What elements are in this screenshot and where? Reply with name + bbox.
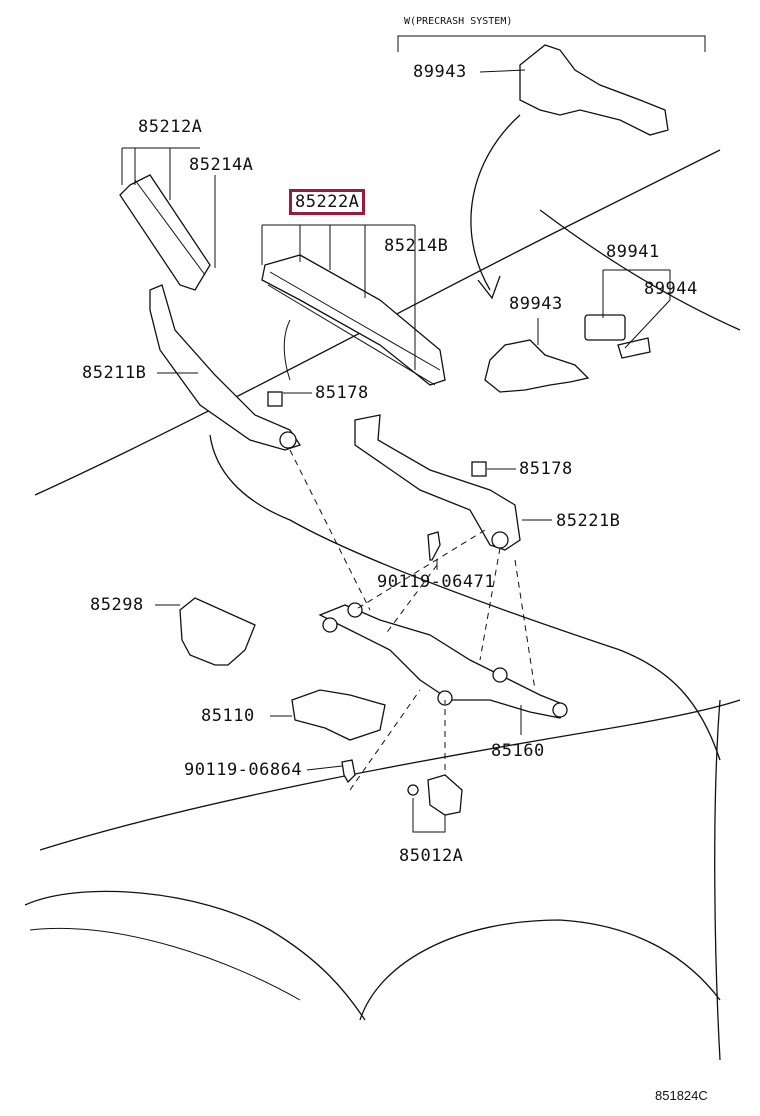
part-label-85211B[interactable]: 85211B [82, 363, 147, 383]
part-label-85298[interactable]: 85298 [90, 595, 144, 615]
part-label-89943-mid[interactable]: 89943 [509, 294, 563, 314]
part-label-85178-a[interactable]: 85178 [315, 383, 369, 403]
arm-pivot-right [491, 531, 509, 549]
bracket-85012A [427, 774, 463, 816]
part-label-89944[interactable]: 89944 [644, 279, 698, 299]
part-label-85222A-highlighted[interactable]: 85222A [289, 189, 366, 215]
part-label-85212A[interactable]: 85212A [138, 117, 203, 137]
part-label-89943-top[interactable]: 89943 [413, 62, 467, 82]
precrash-bracket-lower [484, 339, 590, 393]
precrash-system-note: W(PRECRASH SYSTEM) [404, 16, 513, 27]
part-label-85221B[interactable]: 85221B [556, 511, 621, 531]
cover-89944 [617, 337, 651, 359]
part-label-90119-06864[interactable]: 90119-06864 [184, 760, 303, 780]
part-label-85160[interactable]: 85160 [491, 741, 545, 761]
transfer-arrow [470, 114, 521, 291]
screw-90119-06471 [427, 531, 441, 561]
nut-85178-b [471, 461, 487, 477]
part-label-89941[interactable]: 89941 [606, 242, 660, 262]
bracket-line-top [397, 35, 706, 52]
precrash-bracket-top [519, 44, 669, 136]
hood-outline [34, 149, 721, 496]
sensor-89941 [584, 314, 626, 341]
wheel-arch [359, 919, 721, 1021]
blade-85212A [119, 174, 211, 291]
lower-fender [24, 890, 366, 1021]
windshield-curve [539, 209, 741, 331]
part-label-90119-06471[interactable]: 90119-06471 [377, 572, 496, 592]
part-label-85012A[interactable]: 85012A [399, 846, 464, 866]
part-label-85214A[interactable]: 85214A [189, 155, 254, 175]
part-label-85178-b[interactable]: 85178 [519, 459, 573, 479]
bumper-line [29, 927, 301, 1001]
cover-85298 [179, 597, 256, 666]
fender-line [39, 699, 741, 851]
motor-85110 [291, 689, 386, 741]
a-pillar [714, 699, 721, 1061]
part-label-85110[interactable]: 85110 [201, 706, 255, 726]
arm-85221B [354, 414, 521, 551]
arm-pivot-left [279, 431, 297, 449]
arm-85211B [149, 284, 302, 451]
transfer-arrow-head [477, 275, 501, 300]
hood-inner [283, 319, 291, 381]
screw-90119-06864 [341, 759, 356, 784]
nut-85178-a [267, 391, 283, 407]
part-label-85214B[interactable]: 85214B [384, 236, 449, 256]
cowl-line [209, 434, 721, 761]
diagram-code: 851824C [655, 1088, 708, 1103]
